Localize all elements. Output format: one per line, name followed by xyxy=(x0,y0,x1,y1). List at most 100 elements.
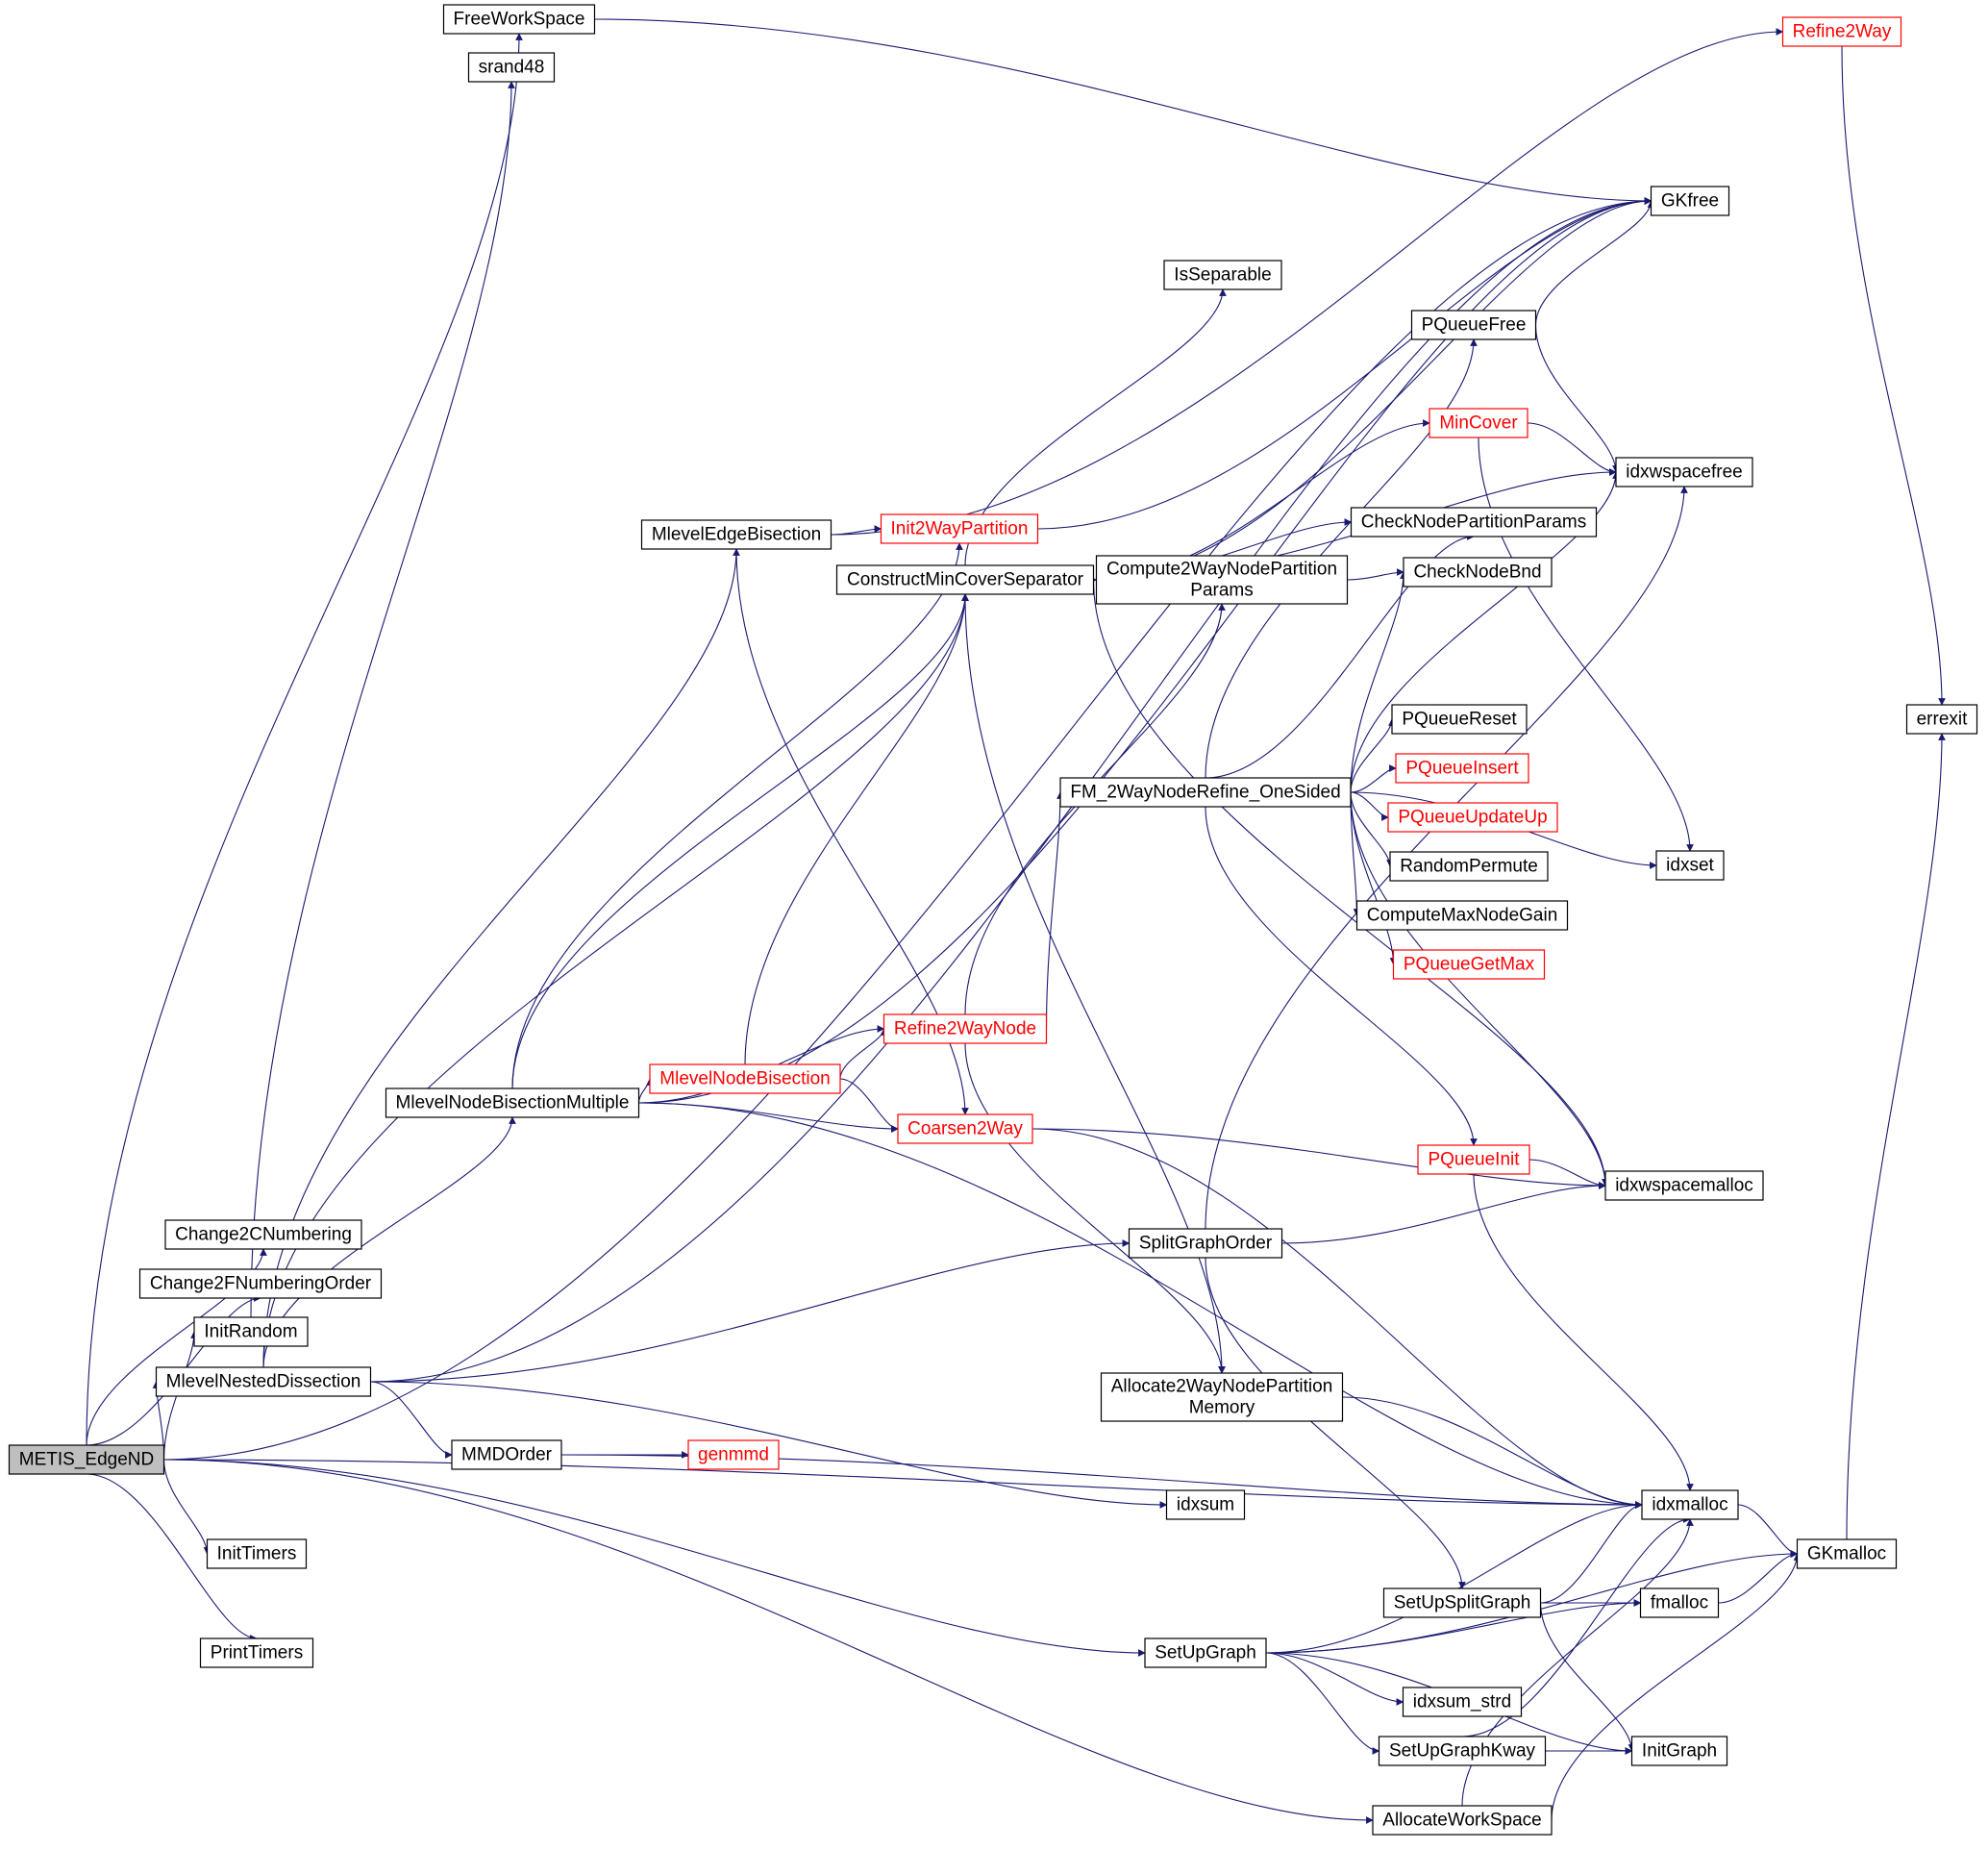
call-edge-SetUpGraph-to-idxmalloc xyxy=(1265,1501,1643,1654)
call-edge-Coarsen2Way-to-idxmalloc xyxy=(1031,1128,1643,1509)
function-node-label: idxsum_strd xyxy=(1413,1692,1511,1712)
function-node-label: PQueueReset xyxy=(1402,710,1517,730)
call-edge-MlevelNodeBisectionMultiple-to-GKfree xyxy=(638,197,1653,1104)
function-node-label: ConstructMinCoverSeparator xyxy=(847,570,1084,590)
function-node-label: MlevelNestedDissection xyxy=(166,1372,361,1392)
function-node-Change2FNumberingOrder[interactable]: Change2FNumberingOrder xyxy=(138,1268,383,1299)
function-node-label: Change2FNumberingOrder xyxy=(150,1274,372,1294)
function-node-PQueueGetMax[interactable]: PQueueGetMax xyxy=(1392,949,1546,980)
call-edge-SplitGraphOrder-to-SetUpSplitGraph xyxy=(1205,1257,1466,1589)
function-node-label: PQueueInsert xyxy=(1405,759,1519,779)
function-node-METIS_EdgeND[interactable]: METIS_EdgeND xyxy=(8,1444,165,1475)
function-node-label: MMDOrder xyxy=(461,1445,553,1465)
function-node-label: Refine2WayNode xyxy=(894,1019,1036,1039)
call-edge-AllocateWorkSpace-to-GKmalloc xyxy=(1551,1553,1802,1821)
function-node-MlevelNestedDissection[interactable]: MlevelNestedDissection xyxy=(155,1366,372,1397)
function-node-label: MlevelNodeBisectionMultiple xyxy=(396,1093,630,1113)
call-edge-ConstructMinCoverSeparator-to-idxwspacemalloc xyxy=(1092,579,1609,1187)
function-node-PQueueFree[interactable]: PQueueFree xyxy=(1410,310,1537,340)
function-node-MinCover[interactable]: MinCover xyxy=(1429,408,1528,438)
function-node-IsSeparable[interactable]: IsSeparable xyxy=(1163,260,1282,290)
call-edge-MlevelNodeBisection-to-Coarsen2Way xyxy=(839,1078,899,1133)
function-node-GKfree[interactable]: GKfree xyxy=(1650,186,1730,216)
call-edge-Refine2WayNode-to-Allocate2WayNodePartitionMemory xyxy=(964,1042,1226,1374)
call-edge-MlevelNestedDissection-to-idxsum xyxy=(370,1381,1168,1509)
function-node-FreeWorkSpace[interactable]: FreeWorkSpace xyxy=(442,4,596,35)
function-node-SetUpGraphKway[interactable]: SetUpGraphKway xyxy=(1378,1736,1547,1766)
function-node-RandomPermute[interactable]: RandomPermute xyxy=(1389,851,1549,882)
call-edge-Init2WayPartition-to-GKfree xyxy=(1037,197,1653,530)
function-node-Init2WayPartition[interactable]: Init2WayPartition xyxy=(880,513,1039,544)
call-edge-METIS_EdgeND-to-FreeWorkSpace xyxy=(86,33,523,1446)
function-node-InitGraph[interactable]: InitGraph xyxy=(1630,1736,1728,1766)
call-edge-FM_2WayNodeRefine_OneSided-to-CheckNodeBnd xyxy=(1350,571,1407,793)
function-node-GKmalloc[interactable]: GKmalloc xyxy=(1796,1538,1898,1569)
call-edge-METIS_EdgeND-to-PrintTimers xyxy=(86,1473,258,1642)
function-node-label: SetUpGraphKway xyxy=(1389,1741,1536,1762)
function-node-srand48[interactable]: srand48 xyxy=(467,52,556,83)
function-node-SetUpGraph[interactable]: SetUpGraph xyxy=(1144,1638,1267,1668)
function-node-label: MinCover xyxy=(1439,413,1518,434)
call-edge-MlevelNestedDissection-to-MMDOrder xyxy=(370,1381,453,1459)
function-node-label: InitRandom xyxy=(204,1322,297,1342)
function-node-Coarsen2Way[interactable]: Coarsen2Way xyxy=(897,1113,1033,1144)
function-node-label: SplitGraphOrder xyxy=(1139,1234,1273,1254)
function-node-PQueueInit[interactable]: PQueueInit xyxy=(1417,1144,1530,1175)
function-node-ComputeMaxNodeGain[interactable]: ComputeMaxNodeGain xyxy=(1355,900,1569,931)
call-edge-Refine2WayNode-to-Compute2WayNodePartitionParams xyxy=(964,603,1226,1015)
function-node-label: idxwspacefree xyxy=(1626,462,1742,483)
function-node-PQueueInsert[interactable]: PQueueInsert xyxy=(1395,753,1529,784)
function-node-errexit[interactable]: errexit xyxy=(1905,704,1978,735)
call-edge-fmalloc-to-GKmalloc xyxy=(1718,1550,1799,1604)
call-edge-MlevelNodeBisection-to-ConstructMinCoverSeparator xyxy=(744,593,969,1065)
call-edge-InitRandom-to-srand48 xyxy=(250,81,515,1318)
edges-layer xyxy=(86,18,1946,1824)
call-edge-MlevelNestedDissection-to-GKfree xyxy=(370,197,1653,1383)
function-node-idxwspacefree[interactable]: idxwspacefree xyxy=(1615,457,1753,488)
function-node-PrintTimers[interactable]: PrintTimers xyxy=(199,1638,314,1668)
function-node-idxwspacemalloc[interactable]: idxwspacemalloc xyxy=(1604,1170,1764,1201)
function-node-idxset[interactable]: idxset xyxy=(1655,850,1725,881)
function-node-idxmalloc[interactable]: idxmalloc xyxy=(1641,1489,1739,1520)
function-node-InitRandom[interactable]: InitRandom xyxy=(193,1316,309,1347)
function-node-MMDOrder[interactable]: MMDOrder xyxy=(451,1439,562,1470)
function-node-Change2CNumbering[interactable]: Change2CNumbering xyxy=(164,1219,362,1250)
function-node-ConstructMinCoverSeparator[interactable]: ConstructMinCoverSeparator xyxy=(835,564,1095,595)
function-node-AllocateWorkSpace[interactable]: AllocateWorkSpace xyxy=(1372,1805,1553,1836)
function-node-PQueueUpdateUp[interactable]: PQueueUpdateUp xyxy=(1387,802,1558,833)
function-node-MlevelNodeBisection[interactable]: MlevelNodeBisection xyxy=(649,1063,841,1094)
function-node-label: Memory xyxy=(1189,1398,1255,1418)
call-edge-FM_2WayNodeRefine_OneSided-to-PQueueInsert xyxy=(1350,764,1397,793)
call-edge-SetUpSplitGraph-to-InitGraph xyxy=(1539,1602,1636,1752)
function-node-fmalloc[interactable]: fmalloc xyxy=(1639,1588,1720,1618)
function-node-CheckNodeBnd[interactable]: CheckNodeBnd xyxy=(1403,557,1553,588)
function-node-InitTimers[interactable]: InitTimers xyxy=(206,1538,308,1569)
function-node-FM_2WayNodeRefine_OneSided[interactable]: FM_2WayNodeRefine_OneSided xyxy=(1059,777,1352,808)
function-node-PQueueReset[interactable]: PQueueReset xyxy=(1391,704,1528,735)
call-edge-SplitGraphOrder-to-idxwspacemalloc xyxy=(1281,1182,1606,1244)
call-edge-MlevelEdgeBisection-to-Refine2Way xyxy=(831,28,1784,536)
call-edge-Refine2Way-to-errexit xyxy=(1841,45,1946,706)
function-node-label: srand48 xyxy=(479,58,545,78)
function-node-idxsum_strd[interactable]: idxsum_strd xyxy=(1402,1687,1523,1717)
function-node-SetUpSplitGraph[interactable]: SetUpSplitGraph xyxy=(1382,1588,1542,1618)
call-edge-FM_2WayNodeRefine_OneSided-to-PQueueFree xyxy=(1205,338,1478,779)
function-node-MlevelEdgeBisection[interactable]: MlevelEdgeBisection xyxy=(640,519,832,550)
call-edge-FM_2WayNodeRefine_OneSided-to-PQueueReset xyxy=(1350,718,1396,793)
function-node-label: InitTimers xyxy=(217,1544,297,1564)
function-node-CheckNodePartitionParams[interactable]: CheckNodePartitionParams xyxy=(1350,507,1598,538)
call-edge-METIS_EdgeND-to-idxmalloc xyxy=(163,1459,1643,1509)
function-node-genmmd[interactable]: genmmd xyxy=(687,1439,780,1470)
function-node-label: IsSeparable xyxy=(1174,265,1271,286)
function-node-SplitGraphOrder[interactable]: SplitGraphOrder xyxy=(1128,1228,1283,1259)
function-node-idxsum[interactable]: idxsum xyxy=(1165,1489,1246,1520)
function-node-Refine2Way[interactable]: Refine2Way xyxy=(1781,16,1902,47)
function-node-label: ComputeMaxNodeGain xyxy=(1367,906,1558,926)
function-node-label: GKfree xyxy=(1661,191,1719,212)
call-edge-MlevelNodeBisectionMultiple-to-Init2WayPartition xyxy=(511,542,963,1089)
function-node-Refine2WayNode[interactable]: Refine2WayNode xyxy=(882,1013,1048,1044)
function-node-MlevelNodeBisectionMultiple[interactable]: MlevelNodeBisectionMultiple xyxy=(385,1088,640,1118)
function-node-label: genmmd xyxy=(698,1445,769,1465)
